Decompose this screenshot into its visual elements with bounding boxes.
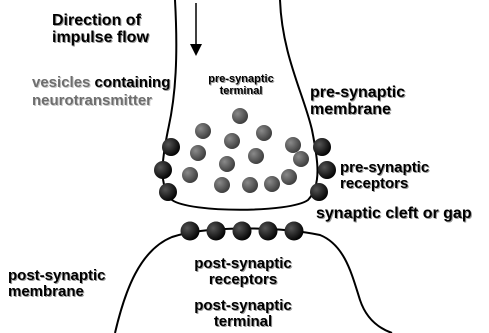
presynaptic-receptor [162,138,180,156]
label-postsynaptic-membrane: post-synaptic membrane [8,268,106,300]
vesicle [256,125,272,141]
vesicles [182,108,309,193]
postsynaptic-receptor [207,222,226,241]
vesicle [224,133,240,149]
label-direction-of-impulse-flow: Direction of impulse flow [52,13,149,47]
postsynaptic-receptor [181,222,200,241]
vesicle [281,169,297,185]
label-vesicles-containing: containing [90,74,170,91]
vesicle [248,148,264,164]
label-presynaptic-terminal: pre-synaptic terminal [196,73,286,97]
label-postsynaptic-receptors: post-synaptic receptors [178,256,308,288]
presynaptic-receptor [313,138,331,156]
label-postsynaptic-terminal: post-synaptic terminal [178,298,308,330]
postsynaptic-receptors [181,222,304,241]
vesicle [182,167,198,183]
vesicle [293,151,309,167]
label-vesicles: vesicles containing [32,75,170,91]
vesicle [190,145,206,161]
label-presynaptic-receptors: pre-synaptic receptors [340,160,429,192]
vesicle [232,108,248,124]
postsynaptic-receptor [233,222,252,241]
presynaptic-receptor [159,183,177,201]
vesicle [219,156,235,172]
vesicle [285,137,301,153]
label-presynaptic-membrane: pre-synaptic membrane [310,85,405,119]
label-vesicles-word: vesicles [32,74,90,91]
label-synaptic-cleft: synaptic cleft or gap [316,206,472,223]
label-neurotransmitter: neurotransmitter [32,93,152,109]
presynaptic-receptor [310,183,328,201]
vesicle [214,177,230,193]
presynaptic-receptors [154,138,336,201]
postsynaptic-receptor [259,222,278,241]
presynaptic-receptor [318,161,336,179]
vesicle [195,123,211,139]
vesicle [264,176,280,192]
postsynaptic-receptor [285,222,304,241]
presynaptic-receptor [154,161,172,179]
vesicle [242,177,258,193]
